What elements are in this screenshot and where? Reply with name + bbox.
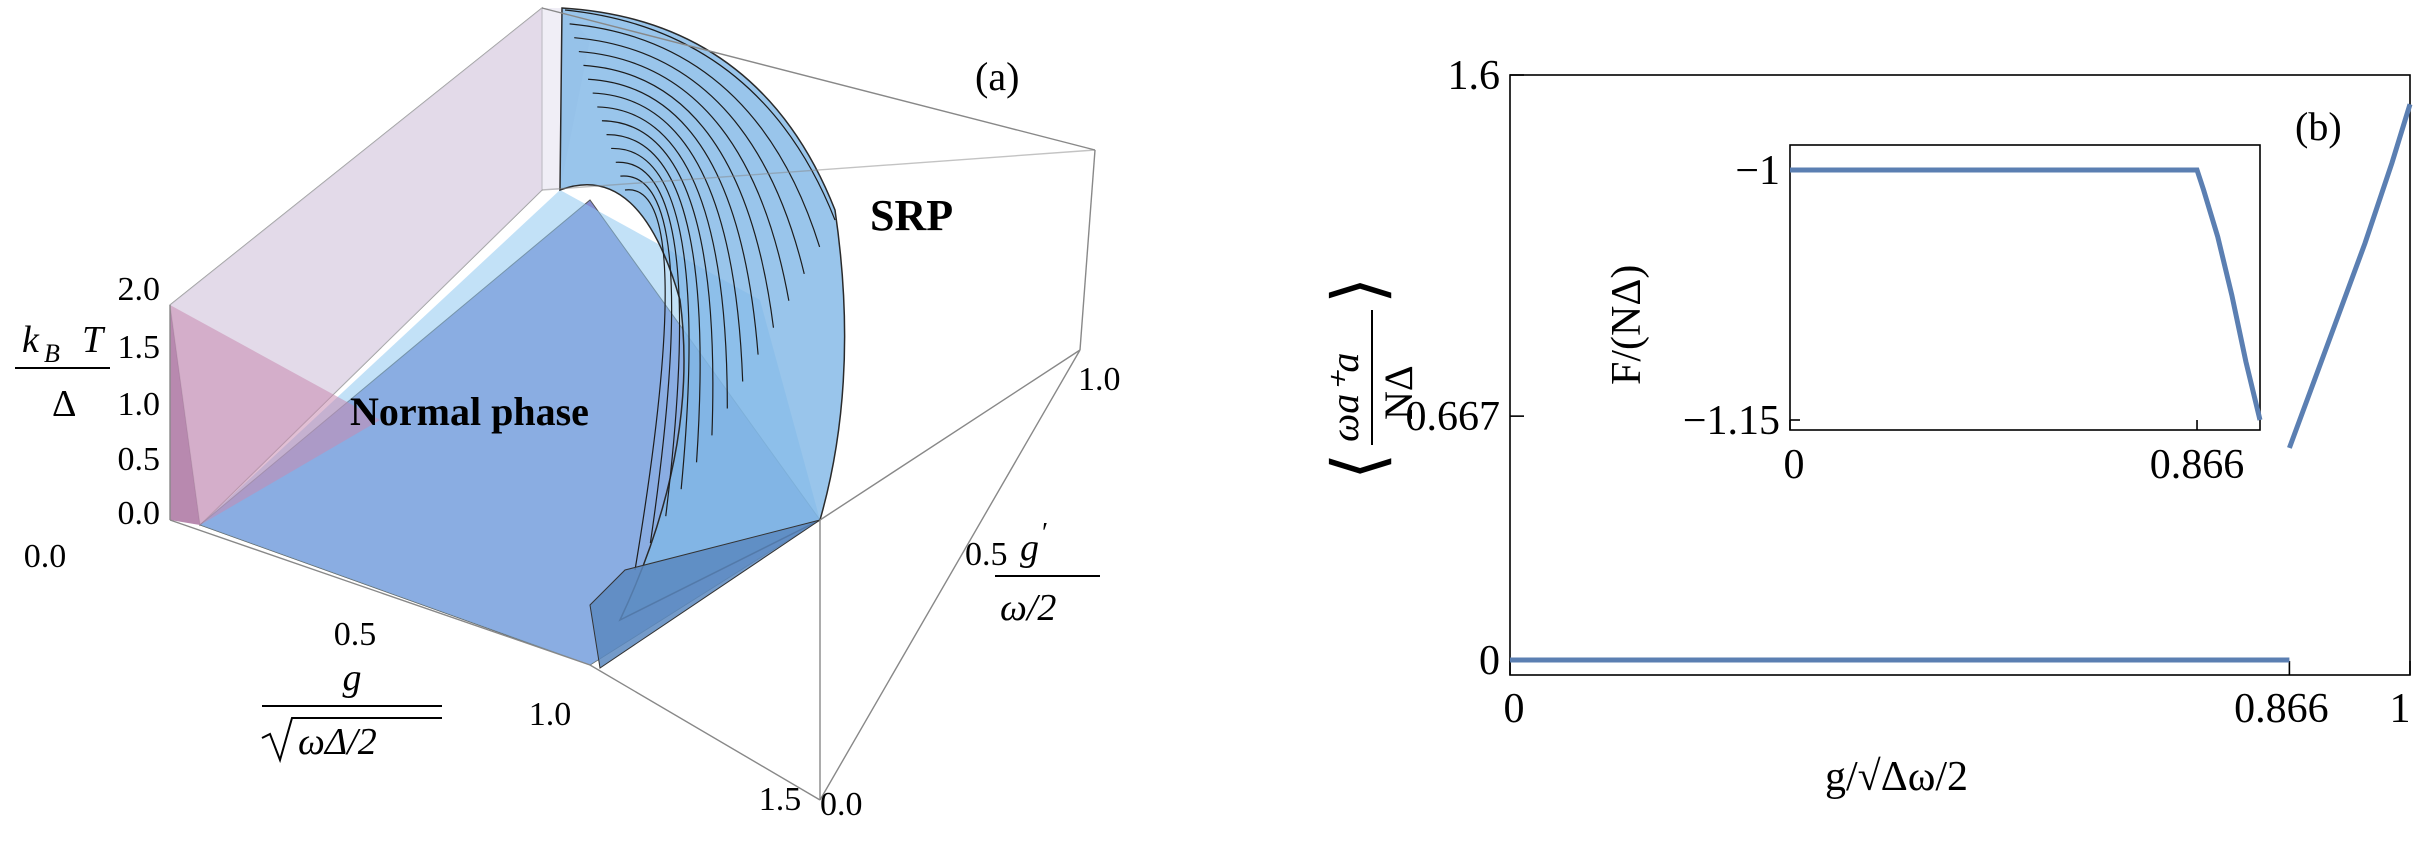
srp-mesh-line — [620, 175, 673, 544]
srp-mesh-line — [569, 23, 821, 248]
y-axis-label: ⟨ ωa⁺a NΔ ⟩ — [1321, 277, 1421, 480]
inset-y-label: F/(NΔ) — [1604, 265, 1650, 385]
y-label-den: NΔ — [1376, 365, 1421, 420]
z-label-sub: B — [44, 339, 60, 368]
srp-mesh-line — [615, 161, 681, 517]
y-tick: 1.0 — [1078, 361, 1121, 398]
srp-mesh-line — [574, 37, 805, 274]
srp-mesh-line — [606, 134, 701, 463]
x-axis-label: g ωΔ/2 — [261, 657, 442, 764]
inset-y-tick: −1.15 — [1683, 398, 1780, 444]
inset-y-tick: −1 — [1735, 148, 1780, 194]
y-ticks — [1510, 74, 1524, 661]
srp-mesh — [564, 9, 836, 571]
y-tick: 1.6 — [1448, 53, 1501, 99]
z-tick: 1.0 — [118, 386, 161, 423]
inset-y-tick-labels: −1 −1.15 — [1683, 148, 1780, 444]
y-tick: 0 — [1479, 638, 1500, 684]
z-label-k: k — [22, 319, 40, 361]
y-label-bracket-left: ⟨ — [1321, 453, 1398, 480]
series-line — [2287, 103, 2413, 449]
srp-mesh-line — [611, 147, 690, 490]
z-tick: 2.0 — [118, 271, 161, 308]
y-label-prime: ′ — [1042, 518, 1048, 549]
srp-mesh-line — [578, 50, 790, 301]
front-wall-2 — [170, 305, 380, 525]
panel-a-label: (a) — [975, 54, 1019, 99]
z-axis-label: k B T Δ — [15, 319, 110, 425]
srp-mesh-line — [564, 9, 836, 221]
x-tick: 0.866 — [2234, 686, 2329, 732]
panel-b-label: (b) — [2295, 104, 2342, 149]
inset-frame — [1789, 144, 2261, 431]
srp-mesh-line — [583, 64, 775, 328]
srp-mesh-line — [624, 189, 666, 571]
srp-mesh-line — [592, 92, 744, 382]
x-tick-labels: 0.0 0.5 1.0 1.5 — [24, 538, 802, 818]
y-label-bracket-right: ⟩ — [1321, 277, 1398, 304]
srp-mesh-line — [601, 120, 714, 436]
inset-series — [1790, 167, 2263, 421]
x-tick: 0.5 — [334, 616, 377, 653]
z-tick: 1.5 — [118, 329, 161, 366]
inset-x-tick-labels: 0 0.866 — [1784, 442, 2245, 488]
y-label-num: g — [1020, 527, 1039, 569]
y-axis-label: g ′ ω/2 — [995, 518, 1100, 629]
normal-phase-label: Normal phase — [350, 389, 589, 434]
y-label-den: ω/2 — [1000, 587, 1056, 629]
panel-a: 2.0 1.5 1.0 0.5 0.0 k B T Δ 0.0 0.5 1.0 … — [15, 6, 1121, 823]
plot-frame — [1509, 74, 2411, 676]
y-tick: 0.667 — [1406, 394, 1501, 440]
x-axis-label: g/√Δω/2 — [1825, 754, 1968, 800]
inset-x-tick: 0.866 — [2150, 442, 2245, 488]
main-series — [1510, 103, 2413, 663]
x-label-den: ωΔ/2 — [298, 721, 377, 763]
z-label-den: Δ — [52, 383, 76, 425]
bounding-box — [169, 7, 1096, 801]
panel-b: 0 0.667 1.6 0 0.866 1 ⟨ ωa⁺a NΔ ⟩ g/√Δω/… — [1321, 53, 2413, 800]
x-tick: 1 — [2390, 686, 2411, 732]
y-tick-labels: 0.0 0.5 1.0 — [820, 361, 1121, 823]
x-tick: 0 — [1504, 686, 1525, 732]
x-ticks — [1509, 661, 2411, 675]
y-tick: 0.5 — [965, 536, 1008, 573]
srp-mesh-line — [597, 106, 728, 409]
z-label-T: T — [82, 319, 106, 361]
x-tick: 1.5 — [759, 781, 802, 818]
inset-x-tick: 0 — [1784, 442, 1805, 488]
x-tick: 0.0 — [24, 538, 67, 575]
inset: −1 −1.15 0 0.866 F/(NΔ) — [1604, 144, 2263, 488]
y-label-num: ωa⁺a — [1322, 353, 1367, 442]
z-tick: 0.0 — [118, 495, 161, 532]
x-tick-labels: 0 0.866 1 — [1504, 686, 2411, 732]
inset-series-line — [1790, 167, 2263, 421]
z-tick-labels: 2.0 1.5 1.0 0.5 0.0 — [118, 271, 161, 532]
z-tick: 0.5 — [118, 441, 161, 478]
x-label: g/√Δω/2 — [1825, 754, 1968, 800]
srp-region-label: SRP — [870, 191, 953, 240]
y-tick-labels: 0 0.667 1.6 — [1406, 53, 1501, 684]
srp-mesh-line — [588, 78, 759, 355]
x-tick: 1.0 — [529, 696, 572, 733]
y-tick: 0.0 — [820, 786, 863, 823]
x-label-num: g — [343, 657, 362, 699]
